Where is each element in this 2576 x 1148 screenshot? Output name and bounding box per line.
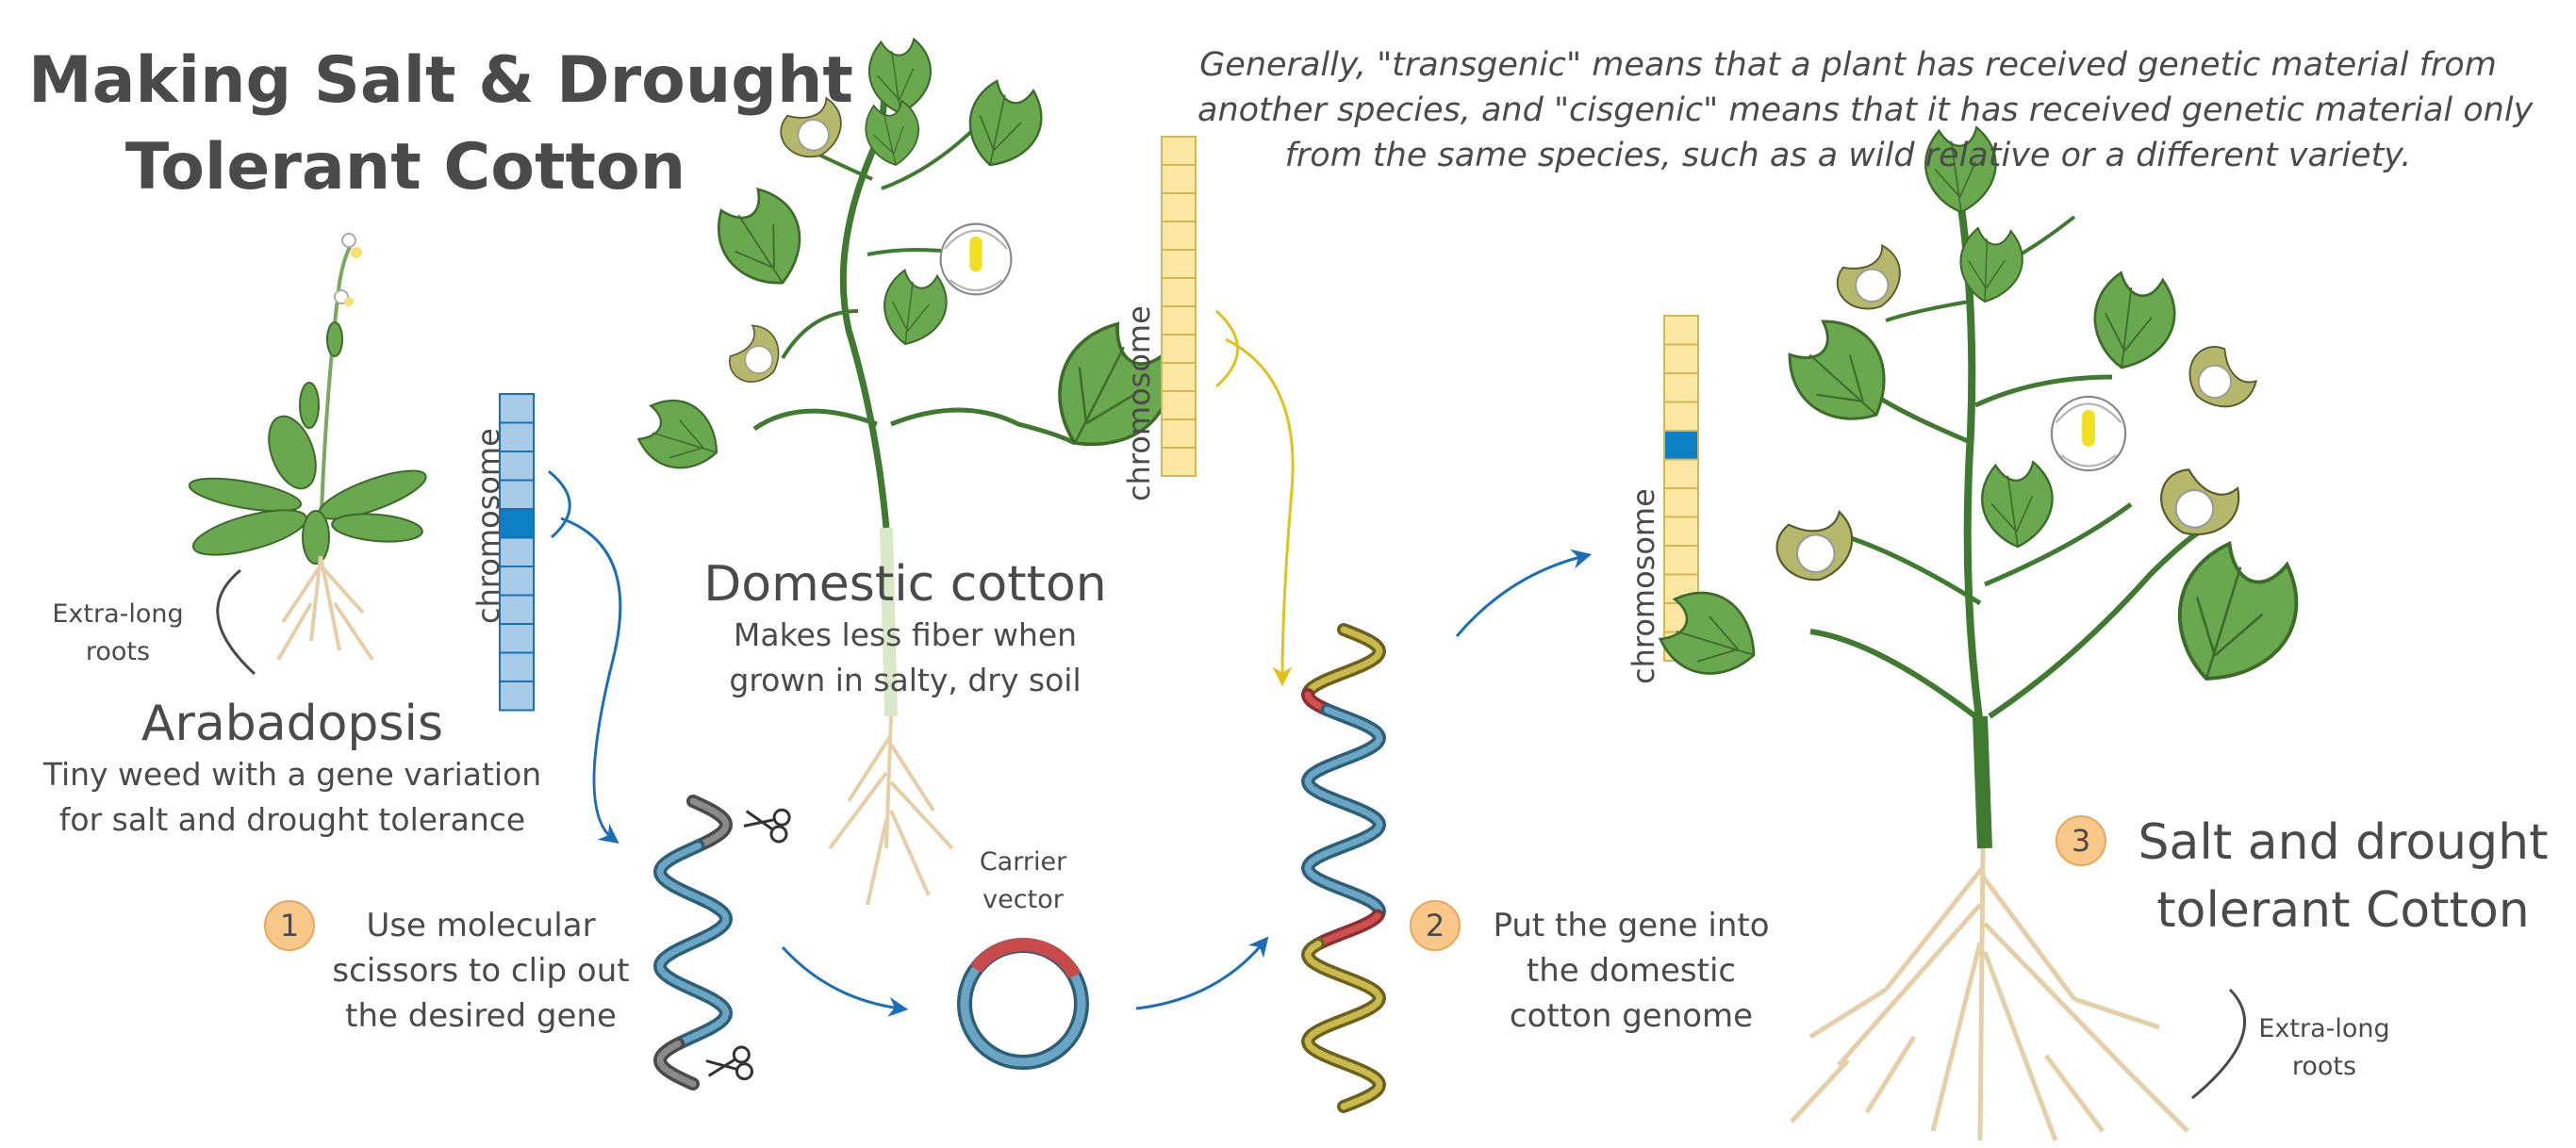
arabadopsis-description: Tiny weed with a gene variation for salt… — [42, 756, 542, 838]
note-line-3: from the same species, such as a wild re… — [1284, 137, 2412, 174]
chromosome-segment — [1663, 315, 1699, 346]
domestic-chromosome — [1161, 136, 1197, 477]
strand-segment-fill — [1314, 912, 1381, 947]
chromosome-segment — [1663, 545, 1699, 576]
step-1-badge: 1 — [264, 900, 315, 951]
chromosome-segment — [1663, 401, 1699, 432]
definition-note: Generally, "transgenic" means that a pla… — [1197, 42, 2534, 178]
strand-segment-fill — [689, 797, 730, 849]
chromosome-segment — [499, 623, 535, 654]
scissors-icon-top — [743, 808, 791, 844]
title-line-2: Tolerant Cotton — [124, 130, 686, 205]
arabadopsis-chromosome — [499, 393, 535, 712]
chromosome-segment — [499, 651, 535, 682]
chromosome-segment — [1161, 447, 1197, 477]
chromosome-segment — [1161, 136, 1197, 166]
chromosome-label-arabadopsis: chromosome — [471, 428, 506, 624]
chromosome-segment — [1161, 305, 1197, 336]
step-3-text: Salt and drought tolerant Cotton — [2138, 814, 2549, 939]
chromosome-segment — [1663, 458, 1699, 489]
strand-segment-fill — [1304, 706, 1383, 920]
domestic-cotton-description: Makes less fiber when grown in salty, dr… — [729, 616, 1082, 698]
chromosome-gene-segment — [1663, 430, 1699, 461]
chromosome-label-result: chromosome — [1626, 488, 1661, 684]
step-2-badge: 2 — [1410, 900, 1461, 951]
chromosome-segment — [1663, 372, 1699, 403]
step-1-text: Use molecular scissors to clip out the d… — [332, 907, 630, 1035]
chromosome-segment — [1161, 418, 1197, 449]
arabadopsis-roots-label: Extra-long roots — [52, 599, 184, 666]
strand-segment-fill — [1304, 941, 1383, 1110]
combined-gene-strand — [1300, 623, 1387, 1113]
chromosome-segment — [1663, 487, 1699, 518]
clipped-gene-strand — [652, 795, 734, 1091]
strand-segment-fill — [1304, 626, 1383, 698]
strand-segment-fill — [656, 843, 730, 1047]
note-line-2: another species, and "cisgenic" means th… — [1197, 91, 2534, 129]
chromosome-gene-segment — [499, 508, 535, 539]
chromosome-segment — [499, 594, 535, 625]
chromosome-segment — [499, 421, 535, 452]
arabadopsis-plant-illustration — [188, 233, 427, 676]
tolerant-cotton-plant-illustration — [1652, 124, 2314, 1141]
strand-segment-fill — [656, 1041, 697, 1088]
step-2-text: Put the gene into the domestic cotton ge… — [1493, 907, 1770, 1035]
domestic-cotton-plant-illustration — [632, 37, 1190, 906]
chromosome-segment — [1161, 249, 1197, 279]
carrier-vector-label: Carrier vector — [979, 847, 1067, 914]
chromosome-segment — [1161, 221, 1197, 251]
scissors-icon-bottom — [705, 1045, 753, 1081]
chromosome-segment — [1663, 516, 1699, 547]
note-line-1: Generally, "transgenic" means that a pla… — [1199, 46, 2497, 84]
step-3-badge: 3 — [2056, 815, 2106, 866]
title-line-1: Making Salt & Drought — [28, 43, 853, 118]
chromosome-segment — [1161, 362, 1197, 392]
result-roots-label: Extra-long roots — [2258, 1014, 2390, 1081]
chromosome-segment — [1161, 192, 1197, 222]
chromosome-segment — [1161, 277, 1197, 307]
page-title: Making Salt & Drought Tolerant Cotton — [28, 38, 853, 211]
chromosome-segment — [1663, 343, 1699, 374]
chromosome-segment — [1161, 334, 1197, 364]
carrier-vector-ring — [957, 938, 1089, 1070]
arabadopsis-name: Arabadopsis — [140, 696, 444, 752]
chromosome-segment — [1161, 390, 1197, 420]
chromosome-segment — [499, 681, 535, 712]
chromosome-segment — [499, 451, 535, 482]
chromosome-segment — [1161, 164, 1197, 194]
chromosome-label-domestic: chromosome — [1121, 305, 1157, 501]
domestic-cotton-name: Domestic cotton — [703, 556, 1107, 613]
chromosome-segment — [499, 479, 535, 510]
chromosome-segment — [499, 393, 535, 424]
